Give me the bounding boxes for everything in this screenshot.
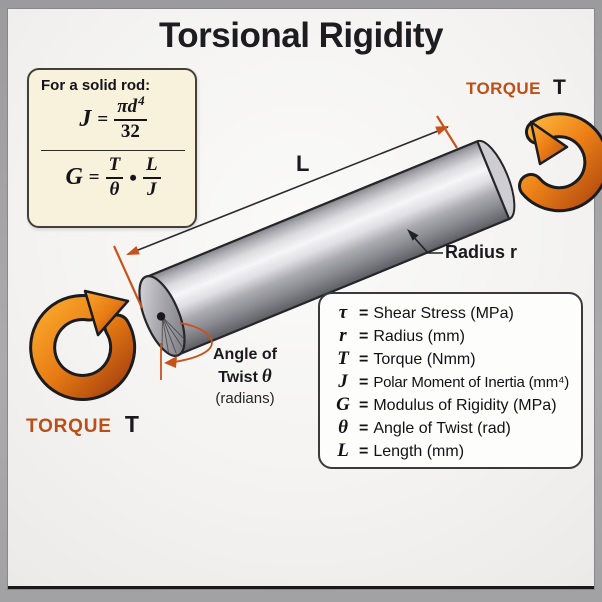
torque-bottom-word: TORQUE (26, 416, 112, 437)
angle-line2-word: Twist (218, 369, 258, 386)
formula-g-equals: = (88, 166, 100, 188)
radius-label: Radius r (445, 242, 518, 262)
formula-g-f1-num: T (105, 154, 124, 179)
legend-desc-J: Polar Moment of Inertia (mm⁴) (373, 374, 570, 391)
legend-row-r: r = Radius (mm) (330, 325, 577, 348)
theta-symbol: θ (261, 366, 272, 387)
formula-box-heading: For a solid rod: (41, 77, 151, 94)
formula-j-exponent: 4 (138, 93, 145, 108)
legend-row-theta: θ = Angle of Twist (rad) (330, 417, 577, 440)
formula-j-lhs: J (79, 106, 92, 133)
legend-desc-G: Modulus of Rigidity (MPa) (373, 397, 557, 414)
dimension-line-L (112, 115, 458, 309)
formula-g-fraction2: L J (142, 154, 161, 201)
torque-arrow-bottom-icon (29, 289, 137, 401)
angle-of-twist-arrow (160, 322, 213, 380)
rod-center-dot (156, 312, 166, 321)
polar-moment-formula: J = πd4 32 (37, 93, 189, 143)
legend-symbol-L: L (337, 440, 349, 461)
formula-divider (41, 149, 185, 151)
legend-symbol-T: T (337, 348, 349, 369)
angle-line3: (radians) (215, 389, 275, 407)
legend-row-T: T = Torque (Nmm) (330, 348, 577, 371)
formula-g-f2-den: J (146, 178, 157, 200)
angle-line1: Angle of (213, 346, 277, 363)
legend-symbol-r: r (339, 325, 347, 346)
legend-eq: = (359, 328, 369, 345)
legend-row-L: L = Length (mm) (330, 440, 577, 463)
legend-desc-r: Radius (mm) (373, 328, 465, 345)
formula-j-numerator: πd (117, 96, 138, 117)
formula-j-equals: = (97, 108, 109, 130)
formula-j-denominator: 32 (120, 120, 140, 142)
formula-g-f2-num: L (142, 154, 161, 179)
legend-eq: = (359, 305, 369, 322)
legend-row-J: J = Polar Moment of Inertia (mm⁴) (330, 371, 577, 394)
legend-desc-L: Length (mm) (373, 443, 465, 460)
formula-g-lhs: G (65, 164, 83, 191)
torque-arrow-top-icon (518, 112, 602, 213)
legend-eq: = (359, 420, 369, 437)
page-title: Torsional Rigidity (159, 16, 443, 55)
torque-top-word: TORQUE (466, 79, 541, 98)
legend-eq: = (359, 374, 369, 391)
length-label: L (296, 151, 310, 176)
formula-g-fraction1: T θ (105, 154, 124, 201)
legend-row-G: G = Modulus of Rigidity (MPa) (330, 394, 577, 417)
legend-symbol-G: G (336, 394, 350, 415)
radius-leader-line (407, 229, 443, 254)
legend-desc-tau: Shear Stress (MPa) (373, 305, 514, 322)
legend-eq: = (359, 351, 369, 368)
legend-symbol-tau: τ (338, 302, 348, 323)
torque-top-symbol: T (552, 76, 567, 99)
legend-desc-theta: Angle of Twist (rad) (373, 420, 511, 437)
formula-box: For a solid rod: J = πd4 32 G = T θ • L … (27, 68, 197, 228)
rigidity-formula: G = T θ • L J (37, 154, 189, 201)
legend-eq: = (359, 443, 369, 460)
torque-label-bottom: TORQUE T (26, 411, 140, 438)
legend-eq: = (359, 397, 369, 414)
rod-face-radial-lines (161, 316, 185, 354)
torque-bottom-symbol: T (124, 411, 140, 437)
formula-j-fraction: πd4 32 (114, 93, 147, 143)
formula-g-f1-den: θ (109, 178, 120, 200)
legend-row-tau: τ = Shear Stress (MPa) (330, 302, 577, 325)
formula-g-dot: • (129, 164, 137, 190)
torque-label-top: TORQUE T (466, 76, 566, 100)
legend-symbol-J: J (338, 371, 348, 392)
rod-cylinder (138, 139, 516, 357)
legend-symbol-theta: θ (338, 417, 348, 438)
legend-desc-T: Torque (Nmm) (373, 351, 476, 368)
variable-legend-box: τ = Shear Stress (MPa) r = Radius (mm) T… (318, 292, 583, 469)
